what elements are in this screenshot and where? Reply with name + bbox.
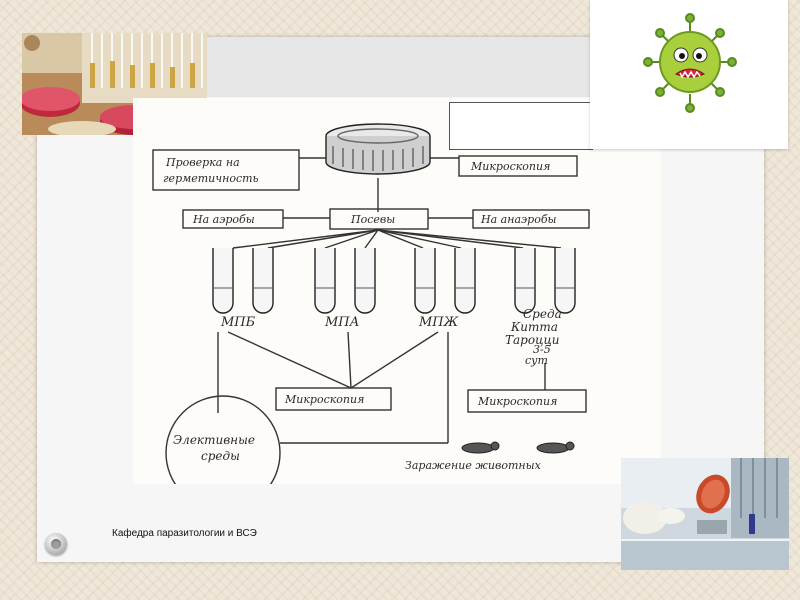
test-tubes-photo [22, 33, 207, 135]
leak-check-label: Проверка на [165, 156, 240, 169]
seeding-label: Посевы [350, 213, 395, 226]
kitt-label-1: Среда [523, 307, 562, 321]
microscopy-top-label: Микроскопия [470, 160, 550, 173]
lab-animal-icon [461, 441, 575, 454]
lab-petri-photo [621, 458, 789, 570]
leak-check-label-2: герметичность [163, 172, 259, 185]
animal-infection-label: Заражение животных [405, 459, 542, 472]
elective-label-1: Элективные [173, 433, 255, 447]
virus-cartoon-icon [643, 13, 737, 113]
microscopy-right-label: Микроскопия [477, 395, 557, 408]
cultivation-scheme-diagram: Проверка на герметичность Микроскопия На… [133, 98, 661, 484]
test-tube-icon [212, 248, 576, 314]
elective-label-2: среды [201, 449, 240, 463]
microscopy-mid-label: Микроскопия [284, 393, 364, 406]
mpzh-label: МПЖ [418, 315, 459, 330]
kitt-label-4: 3-5 [533, 343, 551, 356]
mpb-label: МПБ [220, 315, 256, 330]
aerobes-label: На аэробы [192, 213, 255, 226]
petri-dish-can-icon [325, 123, 431, 175]
navigation-circle-icon[interactable] [45, 533, 67, 555]
virus-illustration-card [590, 0, 788, 149]
kitt-label-2: Китта [510, 320, 558, 334]
department-footer: Кафедра паразитологии и ВСЭ [112, 528, 257, 539]
kitt-label-5: сут [525, 354, 548, 367]
kitt-label-3: Тароцци [505, 333, 560, 347]
anaerobes-label: На анаэробы [480, 213, 557, 226]
mpa-label: МПА [324, 315, 360, 330]
overlay-white-box [449, 102, 593, 150]
